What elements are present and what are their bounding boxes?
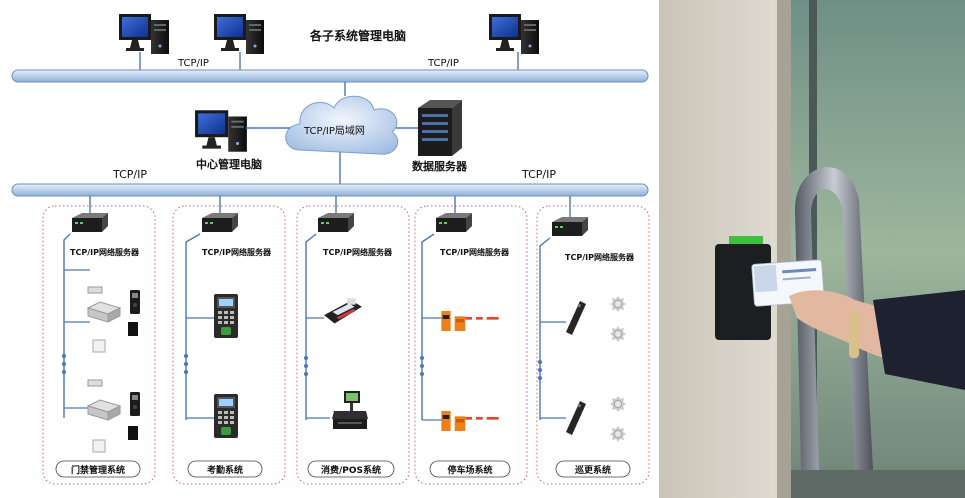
patrol-continuation-dots (538, 360, 542, 380)
card-reader-photo (659, 0, 965, 498)
group-parking-server (436, 213, 472, 232)
photo-glass-door (791, 0, 965, 498)
attendance-terminal-1 (214, 294, 238, 338)
group-access-server-label: TCP/IP网络服务器 (70, 247, 140, 257)
access-exit-button-2 (128, 426, 138, 440)
photo-door-frame (777, 0, 791, 498)
attendance-continuation-dots (184, 354, 188, 374)
group-patrol-name: 巡更系统 (575, 464, 611, 476)
access-exit-button-1 (128, 322, 138, 336)
group-attendance-server-label: TCP/IP网络服务器 (202, 247, 272, 257)
parking-continuation-dots (420, 356, 424, 376)
photo-door-mullion (809, 0, 817, 498)
subsystem-network-bus (11, 183, 649, 197)
group-patrol-server (552, 217, 588, 236)
access-door-contact-1 (87, 286, 103, 294)
top-pc-3 (489, 14, 539, 54)
access-controller-2 (87, 399, 121, 421)
group-attendance-border (172, 205, 286, 485)
top-pc-2 (214, 14, 264, 54)
parking-barrier-2 (441, 411, 499, 431)
network-architecture-diagram: 各子系统管理电脑 TCP/IP TCP/IP TCP/IP局域网 中心管理电脑 … (11, 14, 650, 485)
central-pc-label: 中心管理电脑 (196, 157, 262, 171)
lan-cloud (285, 95, 399, 155)
group-pos-border (296, 205, 410, 485)
patrol-checkpoint-4 (610, 426, 626, 442)
top-pc-1 (119, 14, 169, 54)
group-patrol-server-label: TCP/IP网络服务器 (565, 252, 635, 262)
top-network-bus (11, 69, 649, 83)
access-reader-1 (130, 290, 140, 314)
group-access-name: 门禁管理系统 (71, 464, 125, 476)
photo-door-rail (791, 470, 965, 498)
data-server (418, 100, 462, 156)
group-patrol-border (536, 205, 650, 485)
group-attendance-trunk (185, 233, 201, 420)
group-patrol-trunk (539, 237, 551, 420)
photo-door-handle (795, 167, 873, 471)
group-access-border (42, 205, 156, 485)
group-access-server (72, 213, 108, 232)
photo-card-reader-led (729, 236, 763, 244)
pos-continuation-dots (304, 356, 308, 376)
group-pos-server-label: TCP/IP网络服务器 (323, 247, 393, 257)
access-controller-1 (87, 301, 121, 323)
group-parking-name: 停车场系统 (447, 464, 492, 476)
attendance-terminal-2 (214, 394, 238, 438)
data-server-label: 数据服务器 (412, 159, 468, 173)
patrol-checkpoint-2 (610, 326, 626, 342)
group-parking-trunk (421, 233, 435, 420)
access-continuation-dots (62, 354, 66, 374)
bus2-tcp-label-right: TCP/IP (521, 168, 556, 181)
parking-barrier-1 (441, 311, 499, 331)
group-access-name-tag (55, 460, 141, 478)
group-parking-server-label: TCP/IP网络服务器 (440, 247, 510, 257)
access-wall-switch-2 (92, 439, 106, 453)
group-attendance-name: 考勤系统 (207, 464, 243, 476)
bus2-tcp-label-left: TCP/IP (112, 168, 147, 181)
subsystem-groups: TCP/IP网络服务器 TCP/IP网络服务器 TCP/IP网络服务器 TCP/… (42, 196, 650, 485)
group-pos-server (318, 213, 354, 232)
top-tcp-label-right: TCP/IP (427, 58, 459, 69)
patrol-checkpoint-3 (610, 396, 626, 412)
cloud-label: TCP/IP局域网 (303, 124, 365, 137)
top-title: 各子系统管理电脑 (309, 28, 406, 43)
group-attendance-name-tag (187, 460, 263, 478)
access-wall-switch-1 (92, 339, 106, 353)
pos-terminal (324, 298, 362, 324)
patrol-reader-1 (566, 301, 586, 335)
group-pos-trunk (305, 233, 317, 420)
group-patrol-name-tag (555, 460, 631, 478)
access-reader-2 (130, 392, 140, 416)
photo-sleeve (873, 290, 965, 390)
patrol-reader-2 (566, 401, 586, 435)
central-pc (195, 110, 247, 152)
group-pos-name: 消费/POS系统 (321, 464, 381, 476)
pos-cash-register (332, 391, 368, 429)
top-tcp-label-left: TCP/IP (177, 58, 209, 69)
group-parking-name-tag (429, 460, 511, 478)
group-access-trunk (63, 233, 71, 418)
access-door-contact-2 (87, 379, 103, 387)
photo-bracelet (849, 312, 859, 358)
patrol-checkpoint-1 (610, 296, 626, 312)
group-pos-name-tag (307, 460, 395, 478)
group-parking-border (414, 205, 528, 485)
group-attendance-server (202, 213, 238, 232)
